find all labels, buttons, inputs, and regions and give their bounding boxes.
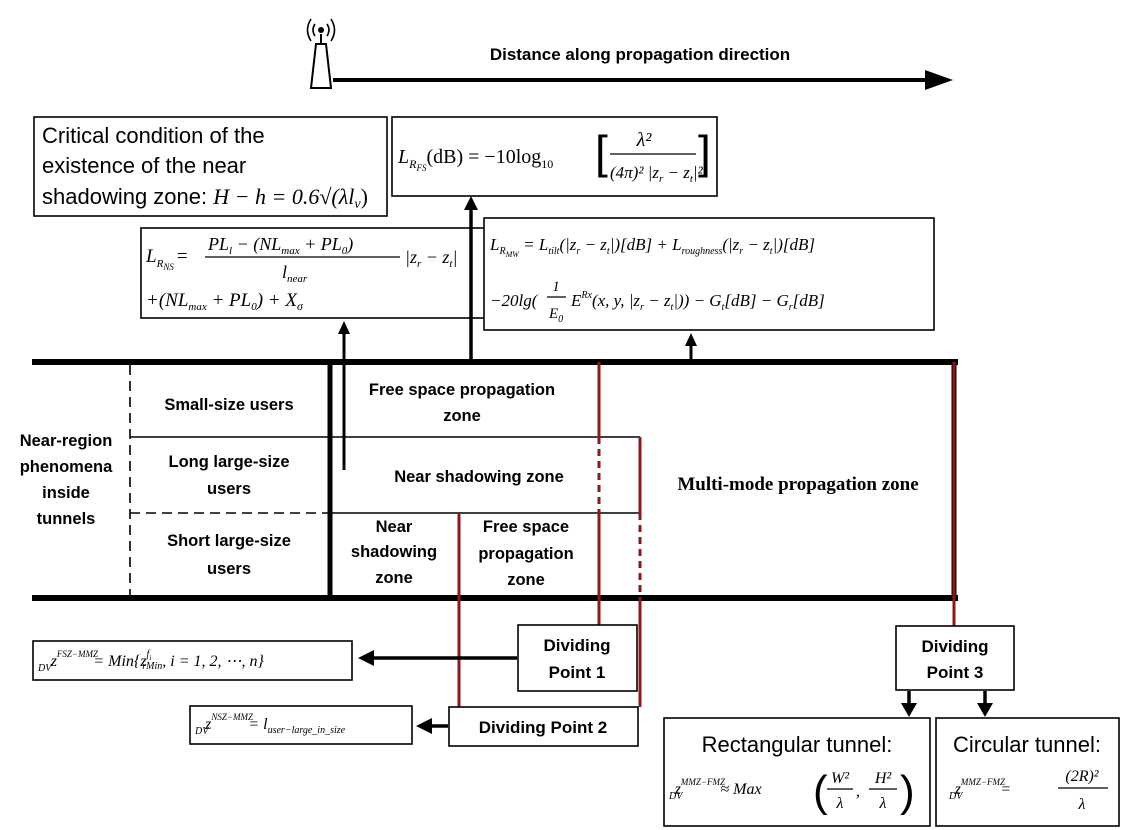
rect-num-2: H²: [874, 770, 893, 787]
rect-paren-left: (: [813, 767, 828, 816]
fs-numerator: λ²: [636, 129, 653, 151]
dp1-label-2: Point 1: [549, 663, 606, 682]
dividing-point-2: Dividing Point 2: [416, 706, 639, 747]
dp2-label: Dividing Point 2: [479, 718, 607, 737]
row-long-large-1: Long large-size: [168, 453, 289, 471]
panel-title-4: tunnels: [37, 510, 96, 528]
rect-den-2: λ: [879, 795, 887, 812]
fs-bracket-left: [: [595, 126, 608, 178]
zone-ns-bot-1: Near: [376, 518, 413, 536]
fs-formula-lhs: LRFS(dB) = −10log10: [397, 146, 553, 173]
near-shadowing-formula-box: LRNS= PLl − (NLmax + PL0) lnear |zr − zt…: [140, 227, 487, 319]
zone-fs-bot-3: zone: [507, 571, 545, 589]
direction-label: Distance along propagation direction: [490, 45, 790, 64]
rect-paren-right: ): [900, 767, 915, 816]
dividing-point-1: Dividing Point 1: [358, 624, 638, 692]
zone-ns-bot-3: zone: [375, 569, 413, 587]
zone-fs-top-2: zone: [443, 407, 481, 425]
zone-ns-bot-2: shadowing: [351, 543, 437, 561]
ns-denominator: lnear: [282, 262, 308, 285]
row-short-large-2: users: [207, 560, 251, 578]
multi-mode-formula-box: LRMW = Ltilt(|zr − zt|)[dB] + Lroughness…: [483, 217, 935, 331]
circ-num: (2R)²: [1065, 768, 1099, 785]
mw-line-2-rest: ERx(x, y, |zr − zt|)) − Gt[dB] − Gr[dB]: [570, 290, 825, 313]
rect-comma: ,: [856, 783, 860, 800]
circ-den: λ: [1078, 796, 1086, 813]
rect-den-1: λ: [836, 795, 844, 812]
critical-condition-box: Critical condition of the existence of t…: [33, 116, 388, 217]
ns-numerator: PLl − (NLmax + PL0): [207, 234, 353, 257]
critical-line-1: Critical condition of the: [42, 123, 265, 148]
dp3-label-2: Point 3: [927, 663, 984, 682]
fs-bracket-right: ]: [698, 126, 711, 178]
panel-title-2: phenomena: [20, 458, 113, 476]
row-long-large-2: users: [207, 480, 251, 498]
circ-title: Circular tunnel:: [953, 732, 1101, 757]
rect-title: Rectangular tunnel:: [702, 732, 893, 757]
zone-fs-bot-2: propagation: [478, 545, 573, 563]
panel-title-1: Near-region: [20, 432, 113, 450]
zone-fs-top-1: Free space propagation: [369, 381, 555, 399]
ns-abs-term: |zr − zt|: [405, 247, 457, 270]
dividing-point-3: Dividing Point 3: [895, 625, 1015, 717]
mw-line-1: LRMW = Ltilt(|zr − zt|)[dB] + Lroughness…: [489, 235, 815, 259]
row-short-large-1: Short large-size: [167, 532, 291, 550]
mw-line-2-start: −20lg(: [490, 291, 539, 310]
zone-ns-mid: Near shadowing zone: [394, 468, 564, 486]
left-panel: Near-region phenomena inside tunnels Sma…: [20, 396, 294, 578]
formula-arrows: [338, 196, 697, 470]
ns-line-2: +(NLmax + PL0) + Xσ: [146, 290, 304, 313]
zone-fs-bot-1: Free space: [483, 518, 569, 536]
critical-line-3: shadowing zone: H − h = 0.6√(λlv): [42, 184, 368, 212]
antenna-icon: [306, 18, 336, 89]
zone-labels: Free space propagation zone Near shadowi…: [351, 381, 919, 589]
mw-frac-num: 1: [552, 279, 560, 295]
rect-num-1: W²: [831, 770, 850, 787]
ns-formula-lhs: LRNS=: [145, 246, 188, 272]
panel-title-3: inside: [42, 484, 90, 502]
row-small-size: Small-size users: [164, 396, 293, 414]
free-space-formula-box: LRFS(dB) = −10log10 [ λ² (4π)² |zr − zt|…: [391, 116, 718, 197]
dp3-label-1: Dividing: [921, 637, 988, 656]
zone-multi-mode: Multi-mode propagation zone: [677, 474, 918, 495]
mw-frac-den: E0: [548, 306, 563, 325]
fs-denominator: (4π)² |zr − zt|²: [610, 163, 704, 185]
dp1-label-1: Dividing: [543, 636, 610, 655]
dividing-lines: [457, 362, 956, 707]
propagation-direction-arrow: [333, 70, 953, 90]
critical-line-2: existence of the near: [42, 153, 246, 178]
